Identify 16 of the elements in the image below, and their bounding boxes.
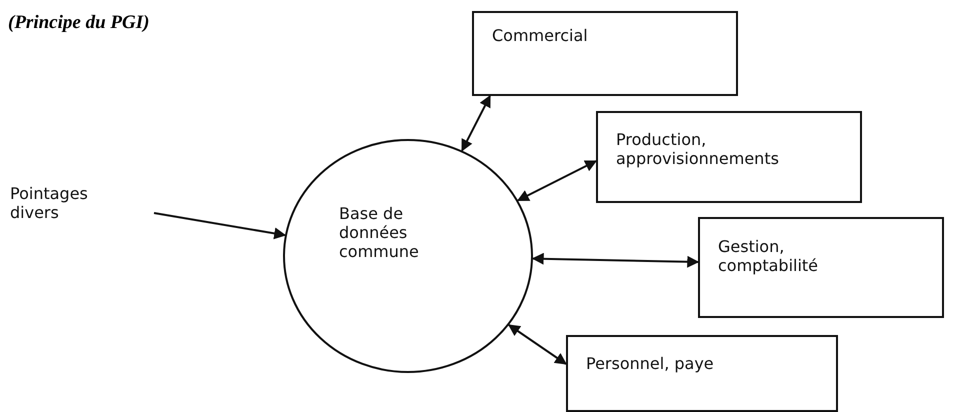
- node-label: Base de données commune: [339, 204, 420, 261]
- node-label: Commercial: [492, 26, 588, 45]
- node-label: Gestion, comptabilité: [718, 237, 820, 275]
- process-box: [472, 11, 738, 96]
- arrow: [532, 252, 700, 268]
- process-box: [566, 335, 838, 412]
- arrow: [461, 94, 491, 152]
- node-label: Personnel, paye: [586, 354, 714, 373]
- arrow: [154, 212, 286, 240]
- process-box: [698, 217, 944, 318]
- arrow: [516, 160, 598, 202]
- input-label: Pointages divers: [10, 184, 89, 222]
- arrow: [508, 324, 567, 365]
- diagram-title: (Principe du PGI): [8, 12, 150, 34]
- node-label: Production, approvisionnements: [616, 130, 780, 168]
- process-box: [596, 111, 862, 203]
